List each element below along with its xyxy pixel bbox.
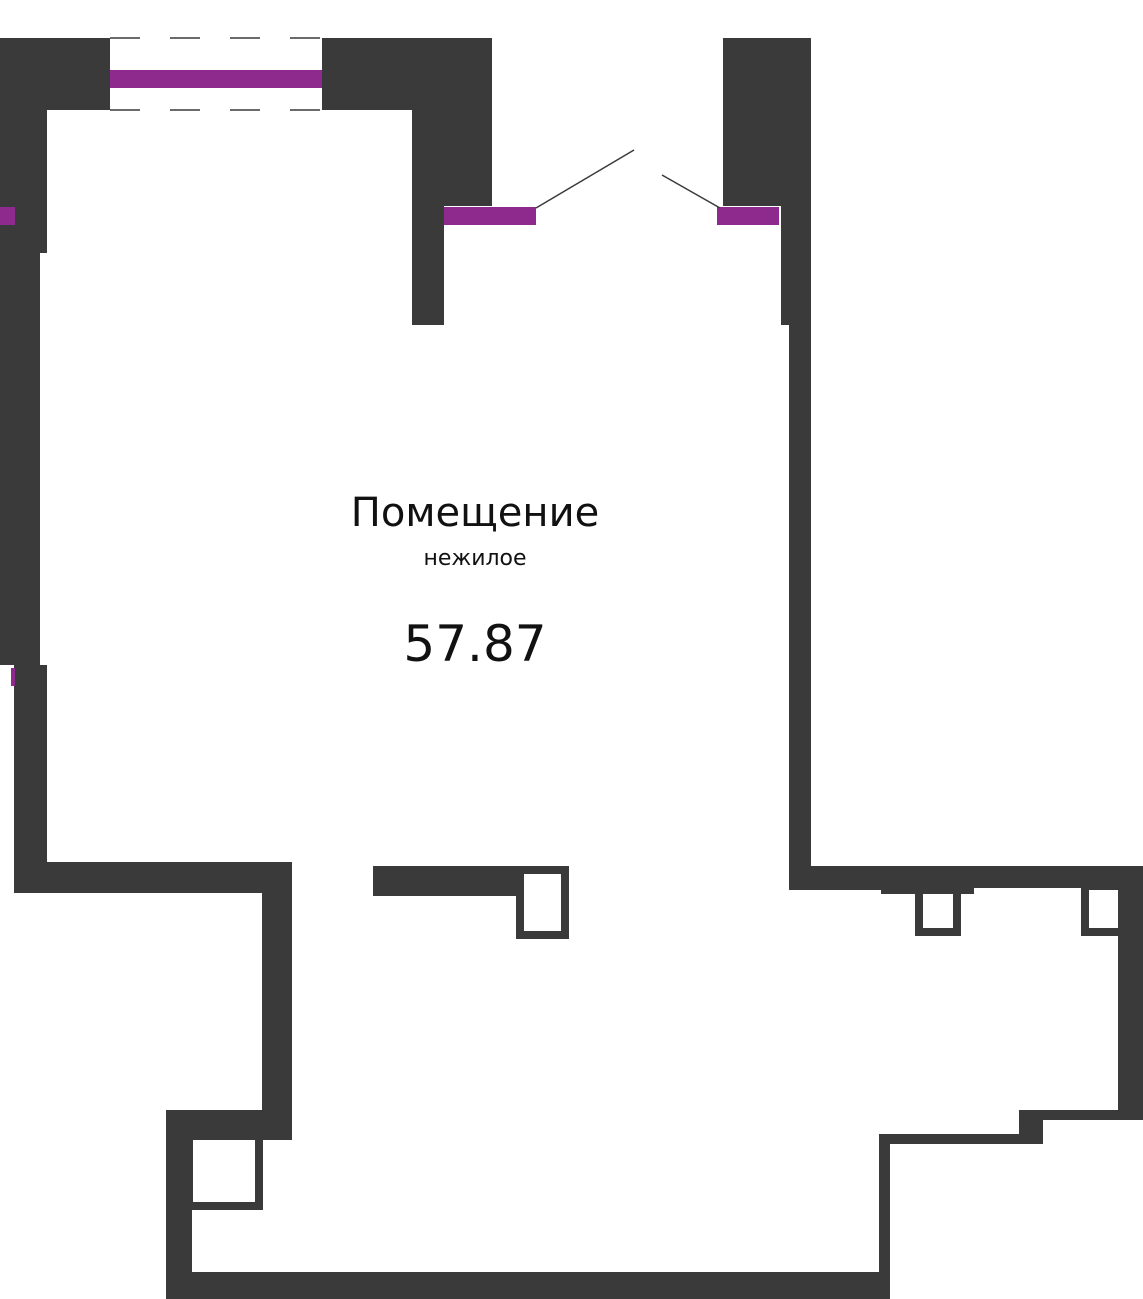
wall-column-left-block bbox=[444, 110, 492, 206]
wall-right-upper bbox=[789, 325, 811, 890]
shaft-right-2 bbox=[1081, 882, 1127, 936]
entrance-door bbox=[535, 149, 721, 209]
wall-right-step bbox=[1019, 1110, 1143, 1120]
bottom-mark bbox=[780, 1294, 836, 1297]
window-entrance-left bbox=[444, 207, 536, 225]
wall-left-drop bbox=[262, 862, 292, 1140]
wall-top-mid bbox=[322, 38, 492, 110]
door-leaf-left bbox=[535, 149, 635, 209]
window-glass-top bbox=[110, 70, 322, 88]
wall-column-right bbox=[781, 206, 811, 325]
shaft-right-1 bbox=[915, 886, 961, 936]
wall-bottom-right-step bbox=[879, 1134, 1043, 1144]
shaft-bottom-left bbox=[185, 1132, 263, 1210]
room-area: 57.87 bbox=[403, 615, 547, 673]
window-entrance-right bbox=[717, 207, 779, 225]
wall-top-left bbox=[0, 38, 110, 110]
wall-bottom bbox=[166, 1272, 890, 1299]
shaft-interior bbox=[516, 866, 569, 939]
wall-bottom-right-vertical bbox=[879, 1134, 890, 1299]
room-title: Помещение bbox=[350, 490, 600, 536]
wall-column-right-block bbox=[723, 110, 811, 206]
wall-left-lower bbox=[14, 665, 47, 893]
window-left-mark bbox=[11, 668, 15, 686]
top-window bbox=[110, 37, 322, 111]
door-leaf-right bbox=[661, 174, 721, 209]
wall-column-left-inner bbox=[412, 110, 444, 325]
wall-top-right bbox=[723, 38, 811, 110]
wall-left-middle bbox=[0, 253, 40, 665]
shafts bbox=[185, 866, 1127, 1210]
wall-left-upper bbox=[0, 110, 47, 253]
wall-left-step bbox=[14, 862, 292, 893]
walls bbox=[0, 38, 1143, 1299]
room-subtitle: нежилое bbox=[423, 546, 527, 571]
windows bbox=[0, 207, 779, 686]
interior-partition bbox=[373, 866, 516, 896]
window-left-edge bbox=[0, 207, 15, 225]
